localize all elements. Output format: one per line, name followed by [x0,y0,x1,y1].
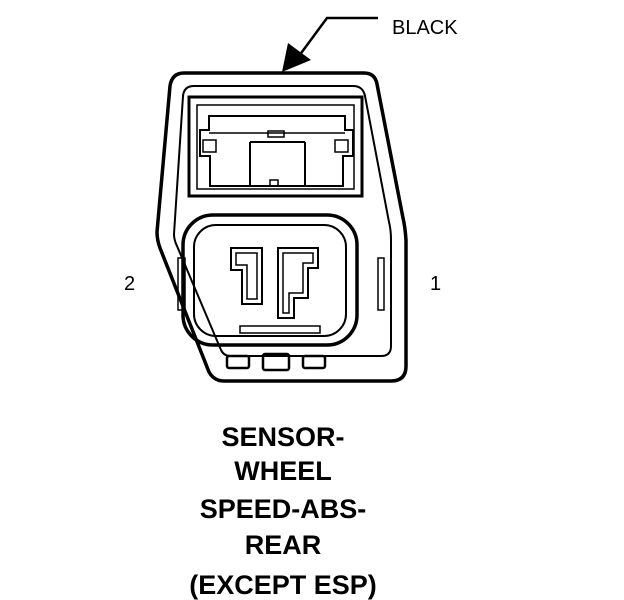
housing-inner-outline [172,85,392,357]
latch-outer-frame [187,95,364,198]
terminal-cavity [181,213,359,347]
bottom-window-center [261,352,291,372]
terminal-pin-2 [230,247,263,305]
latch-detent-bottom [269,179,279,187]
color-label: BLACK [392,17,458,39]
housing-outer-outline [155,71,408,383]
terminal-pin-1 [277,247,319,319]
callout-leader-line [294,16,378,61]
latch-body [199,115,354,187]
bottom-window-right [301,354,327,370]
callout-arrowhead [282,43,311,72]
left-side-rib [177,257,186,311]
bottom-windows [225,352,327,372]
right-side-rib [377,257,385,311]
latch-tab-right [334,139,349,153]
latch-tab-left [202,139,217,153]
terminal-pin-2-inner [235,252,258,300]
latch-release-lever [249,141,306,186]
latch-inner-frame [196,104,355,190]
caption-line-2: WHEEL [234,456,332,486]
locking-latch [187,95,364,198]
pin-number-2: 2 [124,273,135,295]
bottom-window-left [225,354,251,370]
caption-line-4: REAR [244,530,322,560]
cavity-seal-inner [193,224,347,337]
cavity-key-slot [239,325,321,334]
caption-line-1: SENSOR- [221,422,345,452]
cavity-seal-outer [181,213,359,347]
caption-line-5: (EXCEPT ESP) [189,570,377,600]
caption-line-3: SPEED-ABS- [199,494,367,524]
color-callout: BLACK [282,16,458,72]
latch-detent-top [267,130,285,138]
connector-housing [155,71,408,383]
pin-number-1: 1 [430,273,441,295]
terminal-pin-1-inner [282,252,314,314]
housing-side-ribs [177,257,385,311]
